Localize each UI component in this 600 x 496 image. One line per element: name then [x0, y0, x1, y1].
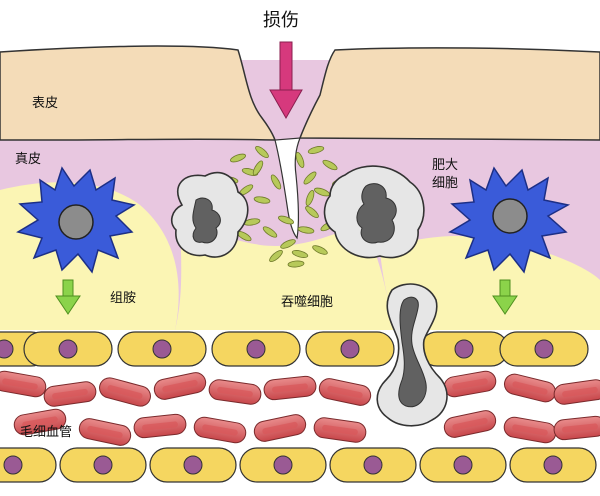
bacterium — [291, 250, 309, 258]
red-blood-cell — [553, 379, 600, 405]
endothelial-nucleus — [454, 339, 474, 359]
phagocyte-right — [323, 165, 425, 259]
histamine-label: 组胺 — [110, 291, 137, 306]
capillary-label: 毛细血管 — [20, 425, 73, 440]
injury-label: 损伤 — [263, 10, 299, 31]
red-blood-cell — [208, 379, 262, 405]
endothelial-nucleus — [93, 455, 113, 475]
red-blood-cell — [503, 416, 557, 444]
mast-cell-left — [16, 166, 136, 274]
bacterium — [305, 205, 319, 219]
bacterium — [262, 226, 278, 238]
red-blood-cell — [263, 375, 317, 401]
epidermis-right — [298, 47, 600, 141]
bacterium — [253, 196, 271, 204]
phagocyte-migrating — [376, 283, 448, 427]
bacterium — [297, 226, 315, 234]
bacterium — [280, 239, 296, 249]
red-blood-cells — [0, 370, 600, 446]
red-blood-cell — [553, 415, 600, 441]
red-blood-cell — [193, 416, 247, 444]
capillary-wall-top — [0, 331, 589, 367]
red-blood-cell — [99, 377, 151, 407]
bacterium — [322, 159, 338, 171]
phagocyte-nucleus — [356, 183, 397, 244]
endothelial-nucleus — [58, 339, 78, 359]
injury-arrow — [269, 41, 303, 120]
bacterium — [255, 145, 269, 159]
histamine-arrow-left — [55, 279, 81, 315]
capillary-wall-bottom — [0, 447, 597, 483]
endothelial-nucleus — [152, 339, 172, 359]
bacterium — [305, 190, 315, 206]
dermis-label: 真皮 — [15, 152, 42, 167]
endothelial-nucleus — [534, 339, 554, 359]
bacterium — [295, 152, 305, 168]
epidermis-label: 表皮 — [32, 96, 59, 111]
red-blood-cell — [443, 370, 497, 398]
mast-cell-nucleus — [58, 204, 94, 240]
endothelial-nucleus — [543, 455, 563, 475]
mast-cell-nucleus — [492, 198, 528, 234]
bacterium — [312, 245, 328, 255]
bacterium — [307, 146, 325, 154]
epidermis-left — [0, 45, 277, 141]
red-blood-cell — [503, 373, 557, 403]
phagocyte-label: 吞噬细胞 — [281, 295, 334, 310]
red-blood-cell — [13, 408, 67, 436]
endothelial-nucleus — [453, 455, 473, 475]
bacterium — [303, 171, 317, 185]
bacterium — [252, 160, 264, 176]
phagocyte-nucleus — [192, 197, 221, 244]
bacterium — [269, 249, 283, 263]
bacterium — [230, 153, 246, 163]
wound — [274, 137, 301, 240]
red-blood-cell — [318, 378, 372, 406]
red-blood-cell — [133, 413, 187, 439]
bacterium — [270, 174, 282, 190]
bacterium — [278, 215, 294, 225]
phagocyte-nucleus — [398, 296, 427, 408]
red-blood-cell — [443, 410, 497, 438]
endothelial-nucleus — [0, 339, 14, 359]
red-blood-cell — [43, 381, 97, 407]
histamine-arrow-right — [492, 279, 518, 315]
red-blood-cell — [153, 372, 207, 400]
red-blood-cell — [78, 418, 132, 446]
endothelial-nucleus — [3, 455, 23, 475]
bacterium — [287, 260, 305, 268]
red-blood-cell — [313, 417, 367, 443]
endothelial-nucleus — [363, 455, 383, 475]
phagocyte-left — [170, 171, 249, 258]
mast-cell-label-line1: 肥大 — [432, 158, 459, 173]
mast-cell-label-line2: 细胞 — [432, 176, 459, 191]
red-blood-cell — [253, 414, 307, 442]
endothelial-nucleus — [340, 339, 360, 359]
endothelial-nucleus — [183, 455, 203, 475]
mast-cell-right — [448, 166, 571, 274]
red-blood-cell — [0, 370, 47, 398]
endothelial-nucleus — [273, 455, 293, 475]
endothelial-nucleus — [246, 339, 266, 359]
